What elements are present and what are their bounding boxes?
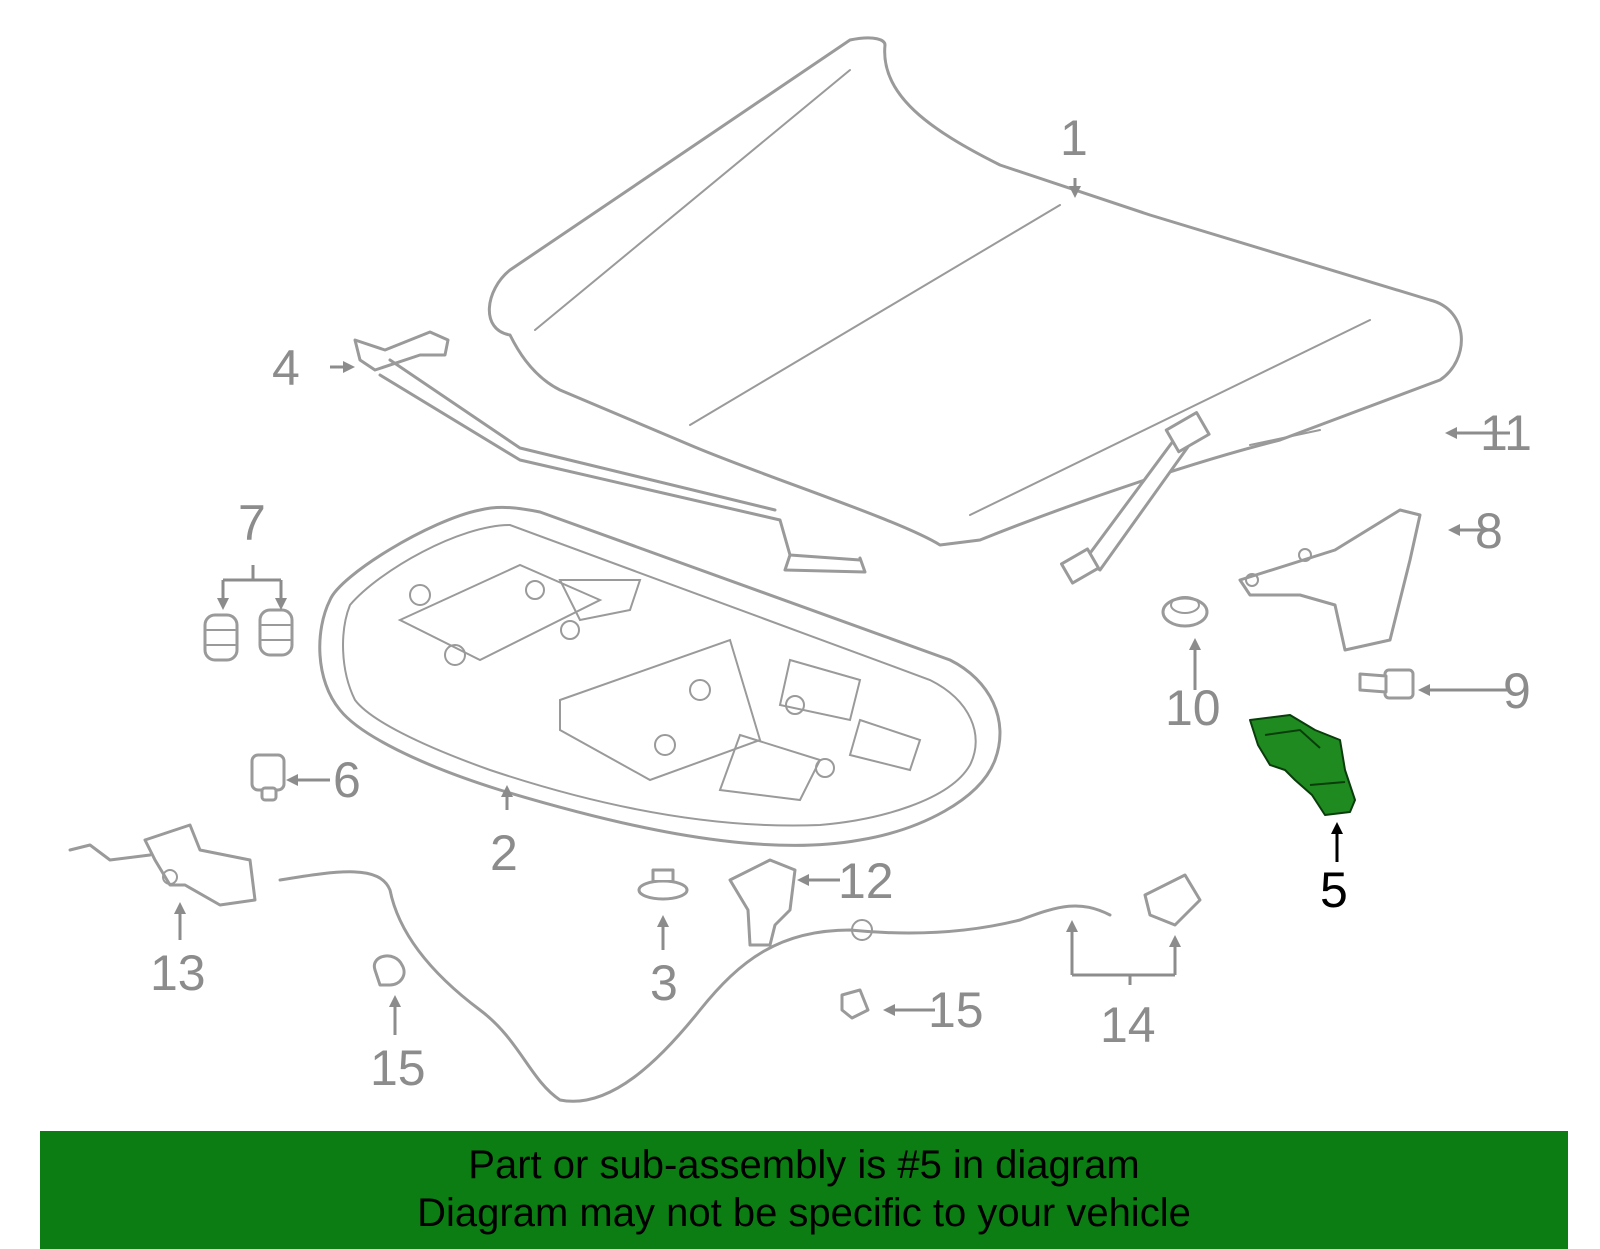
label-12: 12 — [838, 853, 894, 909]
callout-arrows — [174, 178, 1510, 1035]
label-8: 8 — [1475, 503, 1503, 559]
label-10: 10 — [1165, 680, 1221, 736]
label-7: 7 — [238, 495, 266, 551]
lift-support — [1060, 411, 1211, 585]
label-2: 2 — [490, 825, 518, 881]
cable-clips — [372, 954, 870, 1020]
hood-latch — [68, 823, 257, 907]
hood-panel — [487, 36, 1463, 547]
callout-labels: 1 2 3 4 5 6 7 8 9 10 11 12 13 14 15 15 — [150, 110, 1532, 1096]
hood-insulator — [318, 505, 1002, 847]
hood-prop-rod — [353, 330, 867, 574]
label-9: 9 — [1503, 663, 1531, 719]
banner-line-1: Part or sub-assembly is #5 in diagram — [468, 1143, 1140, 1187]
label-15-right: 15 — [928, 982, 984, 1038]
label-1: 1 — [1060, 110, 1088, 166]
banner-line-2: Diagram may not be specific to your vehi… — [417, 1191, 1191, 1235]
bumper-stop — [250, 753, 286, 802]
label-11: 11 — [1480, 405, 1532, 461]
hole-plug — [1161, 596, 1209, 628]
label-5: 5 — [1320, 862, 1348, 918]
info-banner: Part or sub-assembly is #5 in diagram Di… — [40, 1131, 1568, 1249]
hood-bumpers — [203, 608, 294, 662]
label-6: 6 — [333, 752, 361, 808]
label-3: 3 — [650, 955, 678, 1011]
label-4: 4 — [272, 340, 300, 396]
highlighted-part-5 — [1249, 714, 1356, 816]
hood-hinge — [1238, 508, 1422, 652]
retainer-clip — [637, 868, 689, 901]
label-15-left: 15 — [370, 1040, 426, 1096]
label-14: 14 — [1100, 997, 1156, 1053]
hinge-bolt — [1358, 668, 1415, 700]
release-cable — [278, 870, 1202, 1103]
release-bracket — [728, 858, 797, 947]
label-13: 13 — [150, 945, 206, 1001]
